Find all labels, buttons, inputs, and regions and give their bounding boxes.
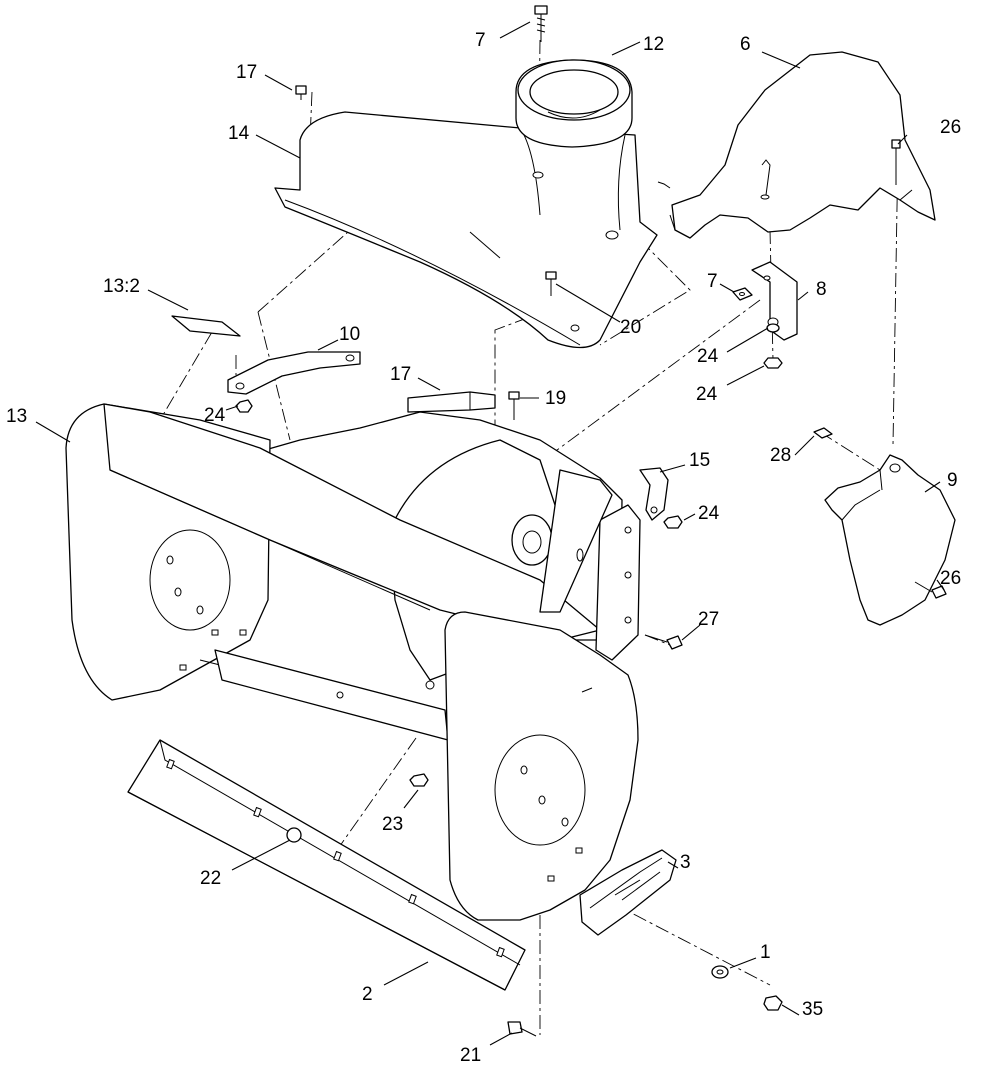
callout-6: 6 (740, 34, 751, 55)
handle-part-16 (407, 391, 496, 413)
callout-28: 28 (770, 445, 791, 466)
callout-7: 7 (707, 271, 718, 292)
washer-nut-parts-22-24 (763, 323, 783, 369)
callout-1: 1 (760, 942, 771, 963)
carriage-bolt-part-21 (286, 827, 302, 843)
callout-21: 22 (200, 868, 221, 889)
decal-part-13-2 (171, 315, 241, 337)
housing-part-13 (65, 403, 641, 921)
brace-part-10 (227, 351, 361, 395)
scraper-blade-part-2 (127, 739, 526, 991)
skid-shoe-part-3 (579, 849, 677, 936)
callout-35: 35 (802, 999, 823, 1020)
leader-lines (35, 21, 945, 1046)
clip-part-28 (813, 427, 833, 439)
callout-9: 9 (947, 470, 958, 491)
bolt-part-11 (534, 5, 548, 42)
washer-part-1 (711, 965, 729, 979)
callout-27: 27 (698, 609, 719, 630)
cover-part-9 (824, 454, 956, 626)
nut-part-24-left (235, 399, 253, 413)
nut-part-24-right (663, 515, 683, 529)
screw-part-26-top (891, 139, 901, 185)
callout-16: 17 (390, 364, 411, 385)
callout-13: 13 (6, 406, 27, 427)
bolt-part-17-top (295, 85, 307, 100)
clip-nut-part-7 (732, 287, 753, 301)
callout-10: 10 (339, 324, 360, 345)
callout-14: 14 (228, 123, 250, 144)
cover-part-6 (657, 51, 936, 239)
callout-23: 23 (382, 814, 403, 835)
nut-part-23 (409, 773, 429, 787)
nut-part-35 (763, 995, 783, 1011)
callout-17-mid: 19 (545, 388, 566, 409)
callout-13-2: 13:2 (103, 276, 140, 297)
callout-24-mid: 24 (696, 384, 718, 405)
callout-24-left: 24 (204, 405, 226, 426)
callout-19: 20 (620, 317, 641, 338)
callout-26-top: 26 (940, 117, 961, 138)
chute-ring-part-12 (515, 59, 633, 148)
screw-part-26-right (914, 581, 947, 599)
callout-3: 3 (680, 852, 691, 873)
callout-11: 7 (475, 30, 486, 51)
chute-adapter-part-14 (274, 111, 658, 349)
bolt-part-20 (507, 1021, 537, 1037)
callout-labels: 7 12 6 17 14 26 7 8 13:2 10 20 24 13 17 … (6, 30, 961, 1066)
callout-15: 15 (689, 450, 710, 471)
callout-17-top: 17 (236, 62, 257, 83)
bolt-part-27 (644, 634, 683, 650)
callout-12: 12 (643, 34, 664, 55)
callout-26-right: 26 (940, 568, 961, 589)
callout-20: 21 (460, 1045, 481, 1066)
bracket-part-15 (639, 467, 669, 521)
callout-8: 8 (816, 279, 827, 300)
bolt-part-19 (545, 271, 557, 296)
bolt-part-17-middle (508, 391, 520, 420)
callout-24-right: 24 (698, 503, 720, 524)
callout-22: 24 (697, 346, 719, 367)
callout-2: 2 (362, 984, 373, 1005)
